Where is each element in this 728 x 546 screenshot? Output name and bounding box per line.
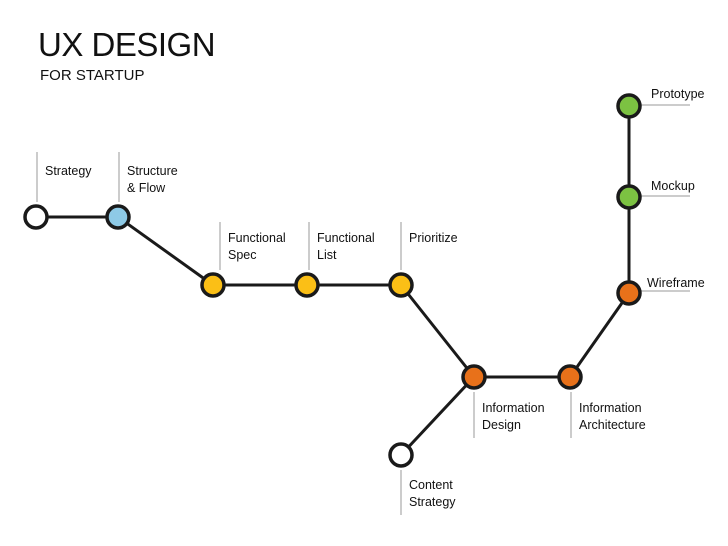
node-circles <box>23 93 642 468</box>
node-structure-flow <box>105 204 131 230</box>
node-prototype <box>616 93 642 119</box>
node-information-design <box>461 364 487 390</box>
label-information-design: Information Design <box>482 401 545 432</box>
label-leader-lines <box>36 104 690 515</box>
node-content-strategy <box>388 442 414 468</box>
label-functional-list: Functional List <box>317 231 375 262</box>
label-structure-flow: Structure & Flow <box>127 164 178 195</box>
label-prioritize: Prioritize <box>409 231 458 245</box>
label-wireframe: Wireframe <box>647 276 705 290</box>
node-information-architecture <box>557 364 583 390</box>
page-title: UX DESIGN <box>38 26 216 63</box>
node-strategy <box>23 204 49 230</box>
node-functional-list <box>294 272 320 298</box>
label-content-strategy: Content Strategy <box>409 478 456 509</box>
edge-information-architecture-to-wireframe <box>568 292 631 378</box>
node-wireframe <box>616 280 642 306</box>
edge-lines <box>36 106 631 457</box>
node-mockup <box>616 184 642 210</box>
label-functional-spec: Functional Spec <box>228 231 286 262</box>
node-functional-spec <box>200 272 226 298</box>
page-subtitle: FOR STARTUP <box>40 67 145 84</box>
label-information-architecture: Information Architecture <box>579 401 646 432</box>
label-mockup: Mockup <box>651 179 695 193</box>
label-prototype: Prototype <box>651 87 705 101</box>
label-strategy: Strategy <box>45 164 92 178</box>
edge-structure-flow-to-functional-spec <box>117 215 214 287</box>
node-prioritize <box>388 272 414 298</box>
edge-content-strategy-to-information-design <box>399 375 476 457</box>
edge-prioritize-to-information-design <box>399 284 476 378</box>
